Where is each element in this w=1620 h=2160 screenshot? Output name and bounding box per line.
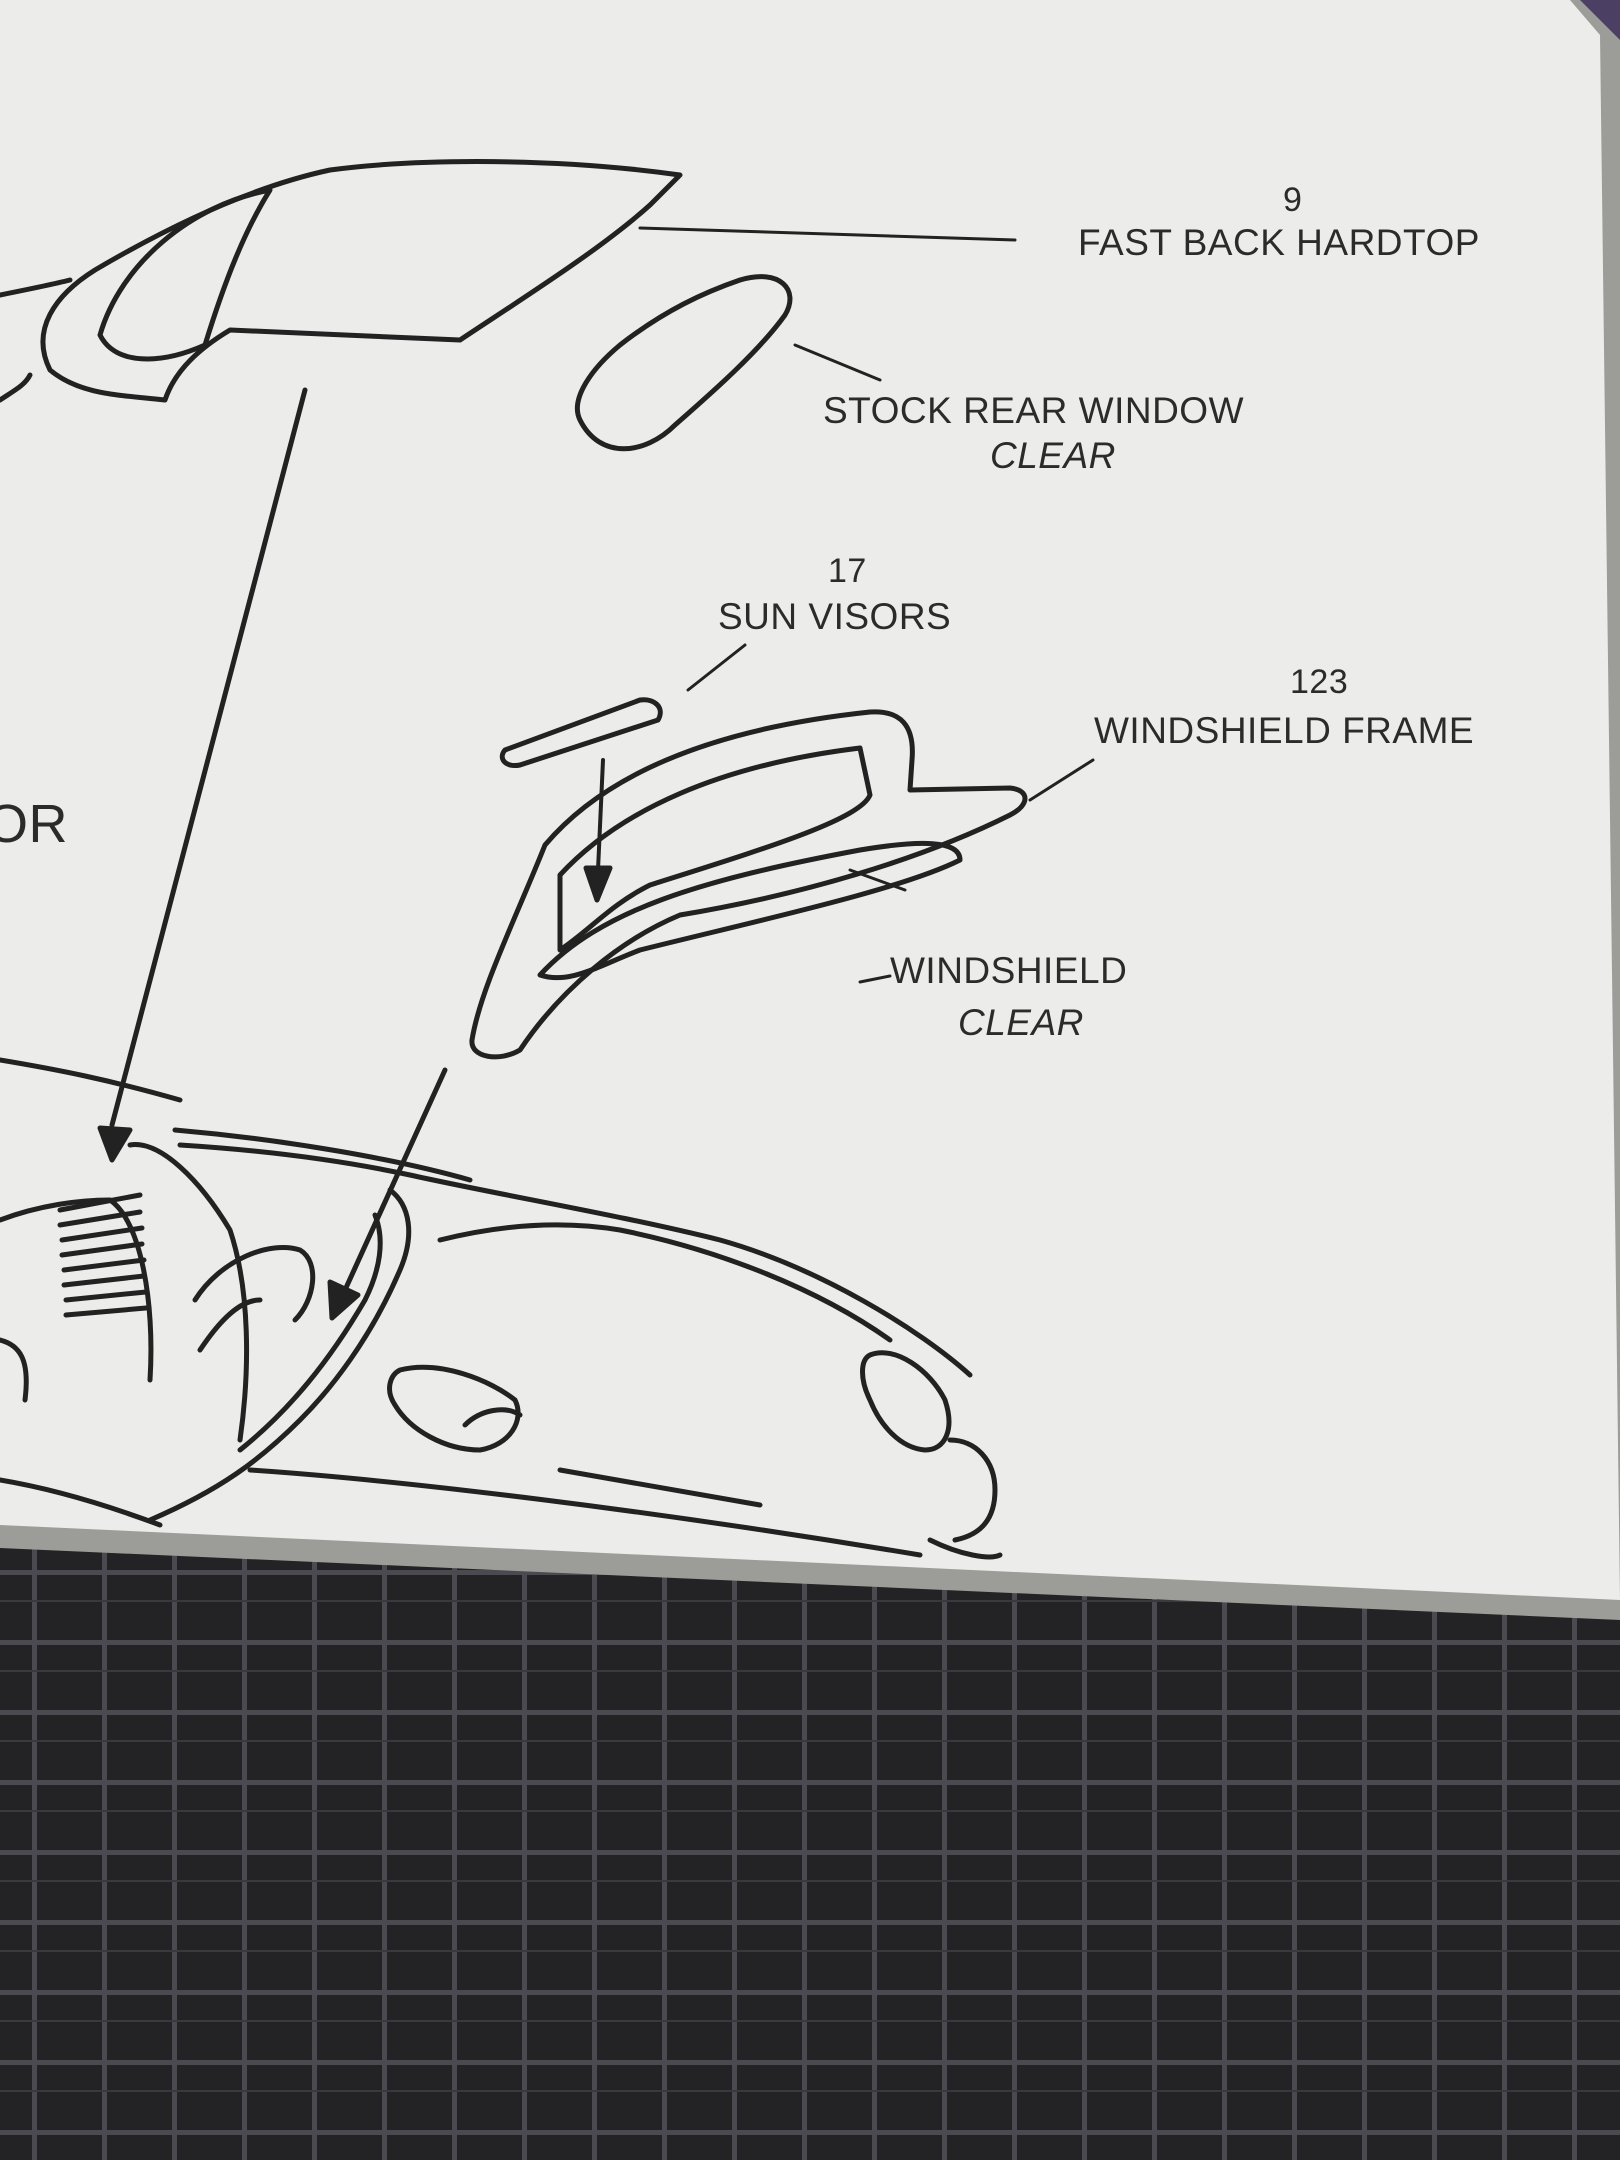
sun-visor-part xyxy=(499,697,663,769)
windshield-leader-line xyxy=(848,868,907,892)
windshield-frame-part xyxy=(469,709,1028,1060)
paper-sheet xyxy=(0,0,1620,1600)
windshield-arrow-head xyxy=(327,1279,361,1321)
windshield-material: CLEAR xyxy=(958,1002,1084,1043)
hardtop-arrow-head xyxy=(97,1125,133,1163)
sun-visor-leader-line xyxy=(686,643,747,692)
fast-back-hardtop-part xyxy=(0,159,683,403)
sun-visors-part-name: SUN VISORS xyxy=(718,596,952,637)
windshield-part-name: WINDSHIELD xyxy=(890,950,1128,991)
windshield-frame-part-name: WINDSHIELD FRAME xyxy=(1094,710,1475,751)
windshield-leader-line-2 xyxy=(858,974,892,984)
stock-rear-window-part xyxy=(574,274,793,452)
sun-visor-arrow xyxy=(596,758,605,872)
cut-off-label: OR xyxy=(0,794,68,854)
hardtop-part-name: FAST BACK HARDTOP xyxy=(1078,222,1480,263)
line-drawing xyxy=(0,159,1095,1560)
rear-window-leader-line xyxy=(793,343,882,382)
sun-visor-arrow-head xyxy=(583,865,613,903)
rear-window-material: CLEAR xyxy=(990,435,1116,476)
rear-window-part-name: STOCK REAR WINDOW xyxy=(823,390,1244,431)
sun-visors-part-number: 17 xyxy=(828,552,867,590)
windshield-arrow xyxy=(342,1067,448,1293)
hardtop-part-number: 9 xyxy=(1283,181,1303,219)
hardtop-leader-line xyxy=(638,226,1017,242)
car-body-drawing xyxy=(0,1057,1003,1560)
windshield-frame-part-number: 123 xyxy=(1290,663,1349,701)
hardtop-arrow xyxy=(109,387,308,1128)
windshield-frame-leader-line xyxy=(1028,758,1095,802)
